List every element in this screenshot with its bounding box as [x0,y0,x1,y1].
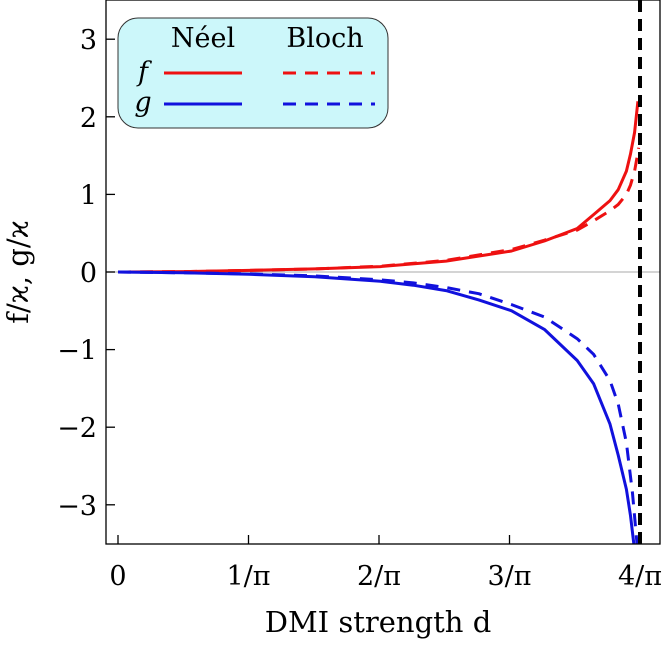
y-tick-label: 3 [80,25,97,56]
y-tick-label: 1 [80,180,97,211]
x-tick-label: 1/π [226,561,270,592]
series-line-g-bloch [117,270,639,544]
series-line-f-bloch [117,147,641,274]
x-tick-label: 3/π [487,561,531,592]
y-axis-title: f/ϰ, g/ϰ [1,220,35,323]
legend-row-g-label: g [134,87,151,118]
series-layer [117,101,641,544]
series-line-g-neel [117,270,636,544]
x-tick-label: 4/π [618,561,662,592]
y-tick-label: −1 [57,336,97,367]
legend-header-bloch: Bloch [286,23,363,54]
legend-box [117,17,389,129]
y-tick-label: −3 [57,491,97,522]
x-axis-title: DMI strength d [265,605,492,639]
tick-layer: 0 1/π 2/π 3/π 4/π 3 2 1 0 −1 −2 −3 [57,25,662,592]
legend-header-neel: Néel [171,23,235,54]
y-tick-label: 2 [80,103,97,134]
x-tick-label: 0 [109,561,126,592]
legend: Néel Bloch f g [117,17,389,129]
y-tick-label: −2 [57,413,97,444]
y-tick-label: 0 [80,258,97,289]
x-tick-label: 2/π [357,561,401,592]
